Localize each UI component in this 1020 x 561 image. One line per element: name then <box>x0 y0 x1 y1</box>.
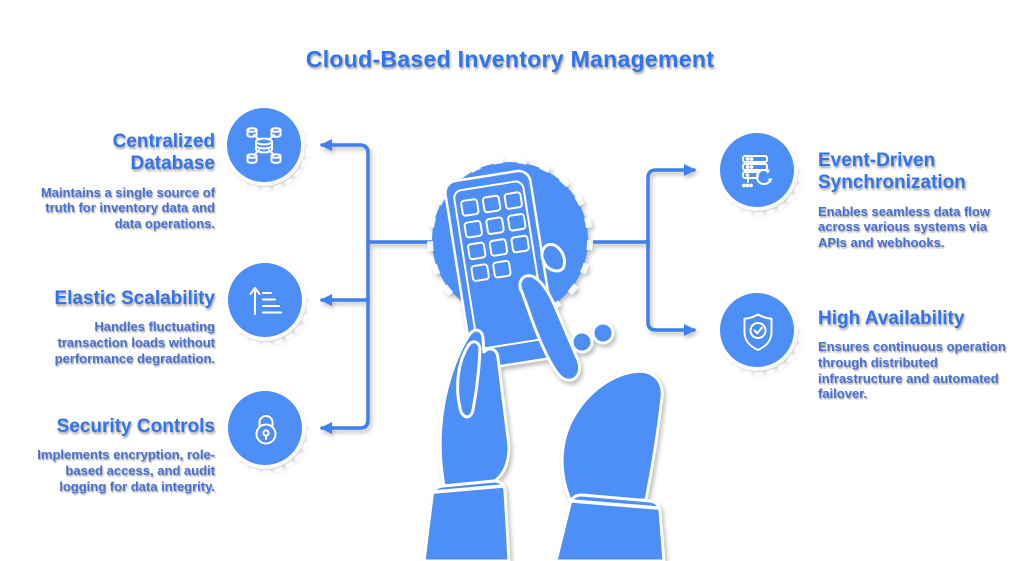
feature-description: Ensures continuous operation through dis… <box>818 339 1006 402</box>
elastic-scalability-icon-circle <box>219 254 311 346</box>
database-cluster-icon <box>246 127 282 164</box>
feature-item-centralized-database: Centralized Database Maintains a single … <box>35 131 215 232</box>
feature-item-event-driven-synchronization: Event-Driven Synchronization Enables sea… <box>818 150 1008 251</box>
feature-heading: Event-Driven Synchronization <box>818 150 966 194</box>
feature-heading: Security Controls <box>56 416 215 437</box>
feature-description: Maintains a single source of truth for i… <box>40 184 215 231</box>
hands-holding-smartphone-illustration <box>422 157 666 561</box>
connector-left <box>320 139 435 434</box>
shield-check-icon <box>743 313 773 351</box>
event-driven-sync-icon-circle <box>711 124 803 216</box>
left-hand <box>422 328 511 561</box>
feature-item-high-availability: High Availability Ensures continuous ope… <box>818 308 1008 402</box>
feature-item-elastic-scalability: Elastic Scalability Handles fluctuating … <box>35 288 215 366</box>
feature-item-security-controls: Security Controls Implements encryption,… <box>35 416 215 494</box>
smartphone <box>444 169 558 370</box>
feature-heading: Centralized Database <box>112 131 215 175</box>
feature-heading: Elastic Scalability <box>54 288 215 309</box>
security-controls-icon-circle <box>219 382 311 474</box>
feature-description: Handles fluctuating transaction loads wi… <box>54 319 215 366</box>
centralized-database-icon-circle <box>218 99 310 191</box>
high-availability-icon-circle <box>711 284 803 376</box>
connector-right <box>585 164 696 336</box>
scale-up-icon <box>249 287 282 315</box>
right-hand <box>518 243 666 561</box>
feature-description: Implements encryption, role-based access… <box>37 447 215 494</box>
server-sync-icon <box>742 155 773 188</box>
app-grid <box>460 191 530 282</box>
feature-description: Enables seamless data flow across variou… <box>818 203 990 250</box>
feature-heading: High Availability <box>818 308 965 329</box>
page-title: Cloud-Based Inventory Management <box>305 46 715 72</box>
padlock-icon <box>255 415 277 445</box>
